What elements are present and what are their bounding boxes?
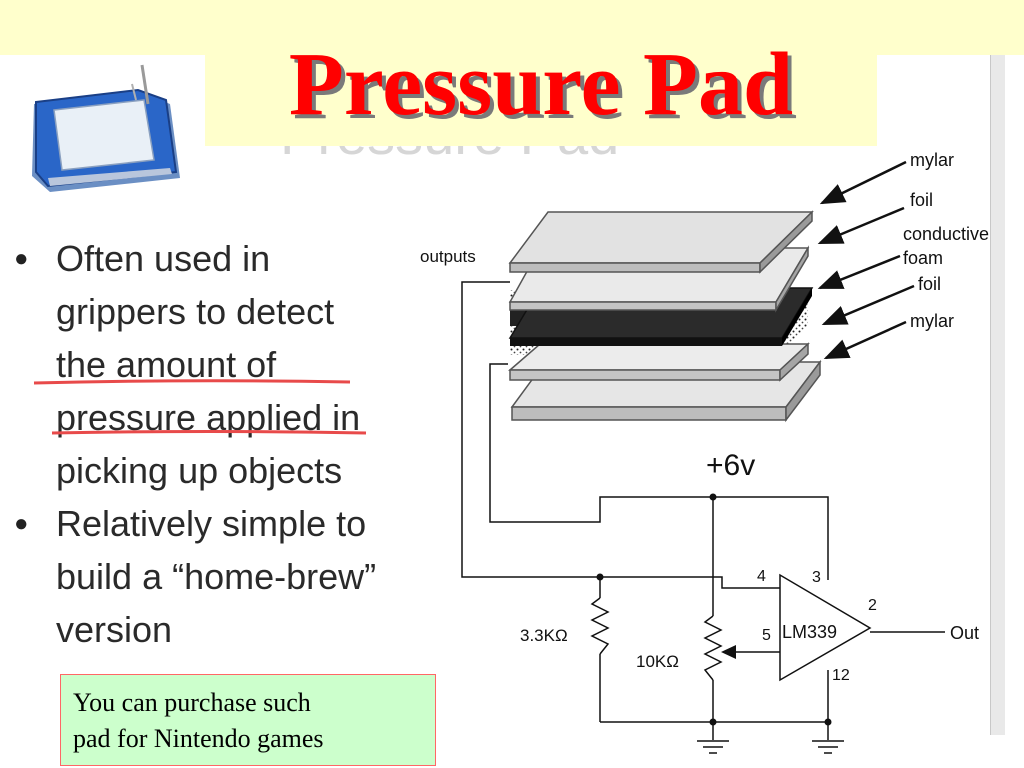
bullet-text: Often used in grippers to detect the amo… bbox=[56, 238, 361, 491]
pin-label: 4 bbox=[757, 568, 766, 585]
junction-dot bbox=[596, 573, 604, 581]
junction-dot bbox=[709, 718, 717, 726]
potentiometer-symbol bbox=[703, 615, 723, 681]
layer-label: mylar bbox=[910, 150, 954, 170]
top-mylar-layer bbox=[508, 210, 814, 274]
supply-label: +6v bbox=[706, 449, 755, 482]
chip-label: LM339 bbox=[782, 622, 837, 642]
bullet-item: Relatively simple to build a “home-brew”… bbox=[12, 497, 462, 656]
resistor-10k-label: 10KΩ bbox=[636, 652, 679, 671]
ground-symbols bbox=[697, 740, 844, 754]
junction-dot bbox=[824, 718, 832, 726]
junction-dot bbox=[709, 493, 717, 501]
layer-label: mylar bbox=[910, 311, 954, 331]
lm339-comparator bbox=[779, 573, 872, 682]
layer-label: foam bbox=[903, 248, 943, 268]
wiper-arrow bbox=[721, 645, 736, 659]
title-box: Pressure Pad bbox=[205, 28, 877, 146]
underline-pressure bbox=[51, 430, 367, 435]
layer-label: foil bbox=[918, 274, 941, 294]
outputs-label: outputs bbox=[420, 247, 476, 266]
underline-amount bbox=[33, 379, 351, 385]
pin-label: 12 bbox=[832, 667, 850, 684]
layer-label: conductive bbox=[903, 224, 989, 244]
pin-label: 2 bbox=[868, 597, 877, 614]
signature-pad-icon bbox=[32, 64, 180, 192]
scrollbar[interactable] bbox=[990, 55, 1005, 735]
pin-label: 5 bbox=[762, 627, 771, 644]
layer-label: foil bbox=[910, 190, 933, 210]
bullet-text: Relatively simple to build a “home-brew”… bbox=[56, 503, 377, 650]
layer-arrows bbox=[817, 160, 915, 360]
slide-title: Pressure Pad bbox=[288, 35, 794, 134]
out-label: Out bbox=[950, 623, 979, 643]
resistor-3k-label: 3.3KΩ bbox=[520, 626, 568, 645]
callout-box: You can purchase such pad for Nintendo g… bbox=[60, 674, 436, 766]
resistor-3k-symbol bbox=[590, 597, 610, 655]
bottom-foil-layer bbox=[507, 342, 810, 382]
bullet-item: Often used in grippers to detect the amo… bbox=[12, 232, 462, 497]
pin-label: 3 bbox=[812, 569, 821, 586]
bullet-list: Often used in grippers to detect the amo… bbox=[12, 232, 462, 656]
circuit-wires bbox=[461, 281, 945, 740]
